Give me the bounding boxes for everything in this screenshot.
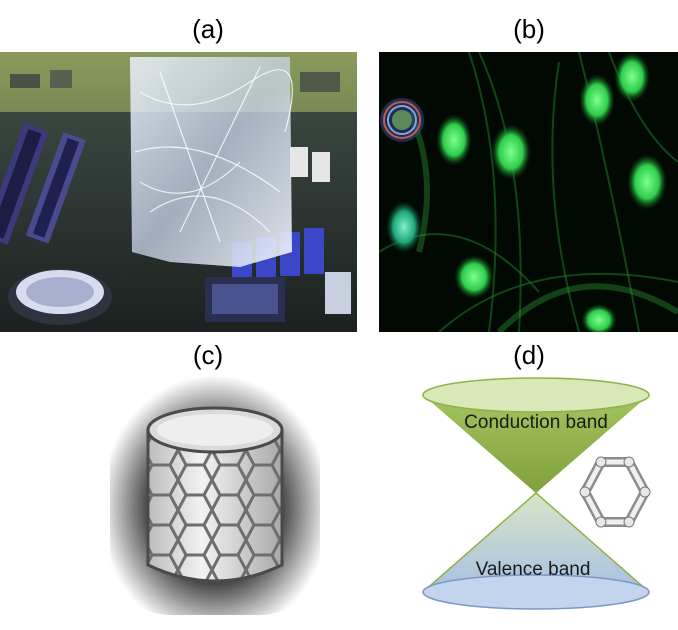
valence-band-label: Valence band xyxy=(476,559,591,580)
panel-label-a: (a) xyxy=(192,14,224,44)
nanotube-cylinder-illustration xyxy=(110,375,320,615)
hexagon-ring-icon xyxy=(579,456,651,528)
valence-cone xyxy=(423,493,649,592)
circuit-board-photo xyxy=(0,52,357,332)
nanoparticle-ring-icon xyxy=(380,98,424,142)
fluorescent-cells-photo xyxy=(379,52,678,332)
panel-label-c: (c) xyxy=(192,340,224,370)
dirac-cone: Conduction band Valence band xyxy=(422,377,651,610)
band-diagram: Conduction band Valence band xyxy=(415,370,678,615)
fluorescent-cells-illustration xyxy=(379,52,678,332)
conduction-cone xyxy=(423,395,649,493)
circuit-board-illustration xyxy=(0,52,357,332)
conduction-band-label: Conduction band xyxy=(464,412,608,433)
panel-label-b: (b) xyxy=(513,14,545,44)
panel-label-d: (d) xyxy=(513,340,545,370)
nanotube-cylinder-icon xyxy=(110,375,320,615)
